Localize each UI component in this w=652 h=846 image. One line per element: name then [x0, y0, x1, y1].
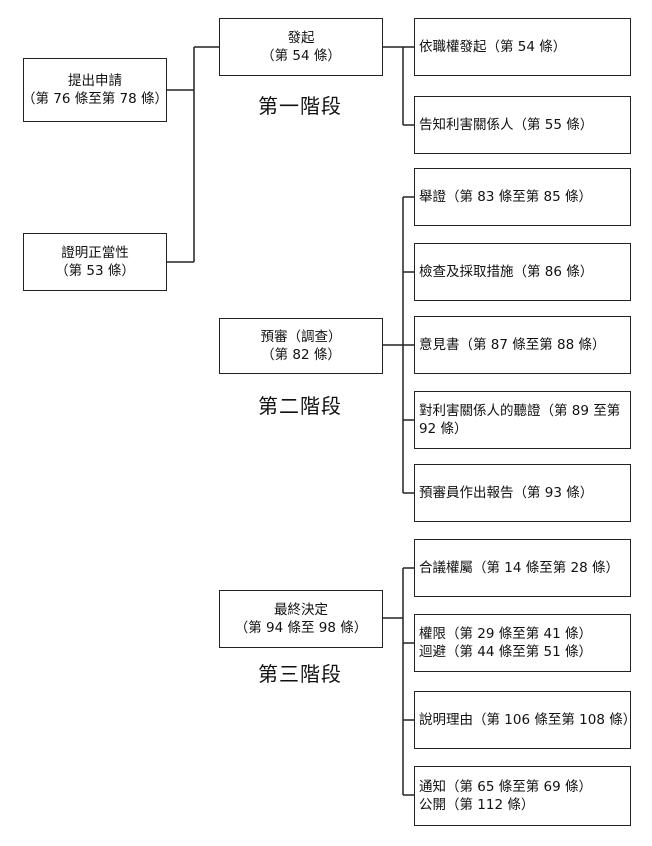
apply-box: 提出申請 （第 76 條至第 78 條）	[21, 58, 169, 122]
stage2-item-4: 對利害關係人的聽證（第 89 至第 92 條）	[414, 391, 631, 449]
stage3-item-2: 權限（第 29 條至第 41 條） 迴避（第 44 條至第 51 條）	[414, 614, 631, 672]
stage1-box: 發起 （第 54 條）	[219, 18, 383, 76]
apply-title: 提出申請	[68, 73, 122, 89]
stage3-item-4-line1: 通知（第 65 條至第 69 條）	[419, 779, 593, 795]
justify-box: 證明正當性 （第 53 條）	[23, 233, 167, 291]
stage2-item-5: 預審員作出報告（第 93 條）	[414, 464, 631, 522]
apply-articles: （第 76 條至第 78 條）	[21, 91, 169, 107]
stage3-item-3: 說明理由（第 106 條至第 108 條）	[414, 691, 636, 749]
stage2-articles: （第 82 條）	[261, 347, 341, 363]
stage2-box: 預審（調查） （第 82 條）	[219, 318, 383, 374]
stage2-title: 預審（調查）	[260, 329, 342, 345]
stage2-item-4-line2: 92 條）	[419, 421, 468, 437]
stage3-item-2-line2: 迴避（第 44 條至第 51 條）	[419, 644, 593, 660]
stage2-item-3: 意見書（第 87 條至第 88 條）	[414, 316, 631, 374]
stage2-item-1: 舉證（第 83 條至第 85 條）	[414, 168, 631, 226]
stage2-item-1-text: 舉證（第 83 條至第 85 條）	[419, 189, 593, 205]
stage2-item-3-text: 意見書（第 87 條至第 88 條）	[419, 337, 606, 353]
stage2-item-2: 檢查及採取措施（第 86 條）	[414, 243, 631, 301]
stage3-label: 第三階段	[258, 662, 342, 686]
stage2-item-2-text: 檢查及採取措施（第 86 條）	[419, 264, 594, 280]
stage1-item-2-text: 告知利害關係人（第 55 條）	[419, 117, 594, 133]
justify-title: 證明正當性	[61, 245, 129, 261]
stage2-label: 第二階段	[258, 394, 342, 418]
stage1-articles: （第 54 條）	[261, 48, 341, 64]
stage3-box: 最終決定 （第 94 條至 98 條）	[219, 590, 383, 648]
stage2-item-5-text: 預審員作出報告（第 93 條）	[419, 485, 594, 501]
stage3-item-1: 合議權屬（第 14 條至第 28 條）	[414, 539, 631, 597]
stage1-title: 發起	[287, 30, 315, 46]
stage3-item-1-text: 合議權屬（第 14 條至第 28 條）	[419, 560, 620, 576]
justify-articles: （第 53 條）	[55, 263, 135, 279]
stage1-item-1: 依職權發起（第 54 條）	[414, 18, 631, 76]
stage1-item-2: 告知利害關係人（第 55 條）	[414, 96, 631, 154]
stage3-articles: （第 94 條至 98 條）	[234, 620, 368, 636]
stage3-title: 最終決定	[274, 602, 328, 618]
stage3-item-3-text: 說明理由（第 106 條至第 108 條）	[419, 712, 637, 728]
stage1-item-1-text: 依職權發起（第 54 條）	[419, 39, 567, 55]
stage2-item-4-line1: 對利害關係人的聽證（第 89 至第	[419, 403, 621, 419]
stage3-item-4-line2: 公開（第 112 條）	[419, 797, 535, 813]
stage3-item-2-line1: 權限（第 29 條至第 41 條）	[419, 626, 593, 642]
stage1-label: 第一階段	[258, 94, 342, 118]
stage3-item-4: 通知（第 65 條至第 69 條） 公開（第 112 條）	[414, 766, 631, 826]
